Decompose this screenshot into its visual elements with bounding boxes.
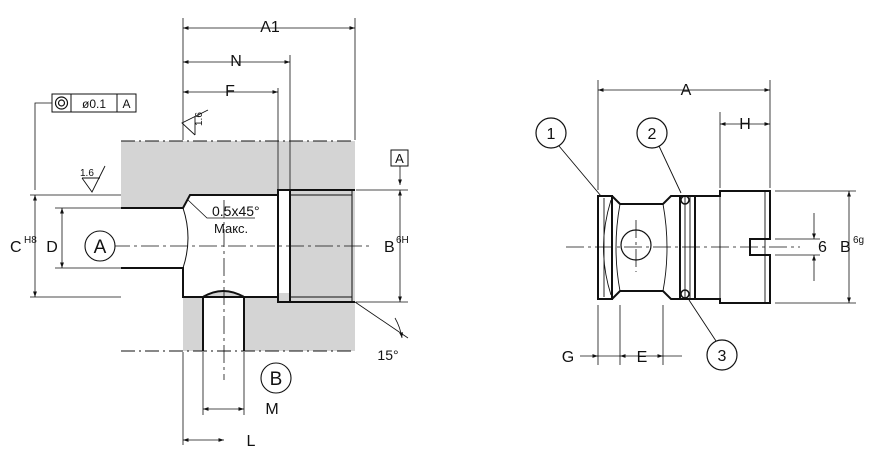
geometric-tolerance-frame	[51, 93, 137, 113]
dim-b-tolerance: 6H	[396, 235, 409, 246]
balloon-1-label: 1	[547, 126, 556, 143]
section-boundary-lines	[121, 140, 355, 352]
plug-dim-h: H	[739, 116, 751, 133]
circled-label-a: A	[94, 237, 107, 258]
plug-dim-a: A	[681, 82, 692, 99]
port-section-view	[30, 18, 409, 445]
plug-dim-g: G	[562, 349, 574, 366]
dim-c-tolerance: H8	[24, 235, 37, 246]
balloons	[535, 117, 738, 371]
circled-label-a-ring	[84, 230, 116, 262]
dim-b: B	[384, 239, 395, 256]
dim-m: M	[265, 401, 278, 418]
circled-label-b: B	[270, 369, 283, 390]
angle-15: 15°	[377, 347, 398, 363]
tolerance-leader	[34, 102, 52, 190]
plug-outline	[597, 190, 771, 304]
tolerance-value: ø0.1	[82, 97, 106, 111]
plug-dim-b: B	[840, 239, 851, 256]
concentricity-icon	[54, 96, 69, 110]
dim-c: C	[10, 239, 22, 256]
o-rings	[680, 195, 690, 299]
balloon-2-label: 2	[648, 126, 657, 143]
roughness-value-2: 1.6	[194, 112, 205, 126]
roughness-symbol-2	[181, 109, 209, 136]
plug-dimension-lines	[580, 88, 851, 358]
chamfer-leader	[187, 199, 255, 219]
datum-box-label: A	[395, 151, 404, 166]
plug-dim-b-tolerance: 6g	[853, 235, 864, 246]
tolerance-datum: A	[122, 97, 130, 111]
chamfer-note: Макс.	[214, 221, 248, 236]
datum-box	[390, 149, 409, 167]
plug-dim-six: 6	[818, 239, 827, 256]
circled-label-b-ring	[260, 362, 292, 394]
roughness-value-1: 1.6	[80, 168, 94, 179]
port-body-thin-lines	[182, 190, 353, 302]
dim-a1: A1	[260, 19, 280, 36]
plug-extension-lines	[597, 80, 856, 365]
plug-side-view	[535, 80, 856, 371]
roughness-symbol-1	[81, 165, 106, 193]
plug-dim-e: E	[637, 349, 648, 366]
dim-d: D	[46, 239, 58, 256]
port-body-section	[121, 141, 355, 351]
chamfer-label: 0.5x45°	[212, 203, 260, 219]
dimension-lines	[33, 26, 404, 442]
labels: A1 N F C H8 D B 6H M L A B 15° 0.5x45° М…	[10, 19, 864, 450]
dim-f: F	[225, 83, 235, 100]
plug-centerlines	[566, 220, 800, 272]
extension-lines	[30, 18, 409, 445]
dim-n: N	[230, 53, 242, 70]
dim-l: L	[247, 433, 256, 450]
centerline-horizontal	[112, 200, 372, 380]
balloon-3-label: 3	[718, 348, 727, 365]
